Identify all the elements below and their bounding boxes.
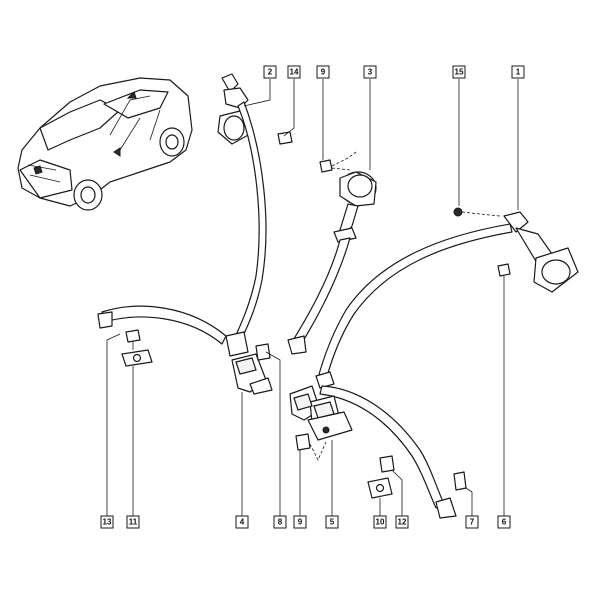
nut-15: [453, 207, 501, 217]
bolt-9-bottom: [295, 433, 327, 461]
callout-14: 14: [287, 65, 301, 79]
callout-12: 12: [395, 515, 409, 529]
svg-text:6: 6: [502, 518, 507, 527]
callout-9-bottom: 9: [293, 515, 307, 529]
bolt-12: [379, 455, 395, 473]
svg-text:2: 2: [268, 68, 273, 77]
svg-text:5: 5: [330, 518, 335, 527]
bolt-8: [255, 343, 271, 361]
washer-11: [121, 349, 153, 367]
center-belt-retractor: [287, 171, 377, 355]
callout-1: 1: [511, 65, 525, 79]
callout-3: 3: [363, 65, 377, 79]
callout-8: 8: [273, 515, 287, 529]
callout-6: 6: [497, 515, 511, 529]
svg-text:4: 4: [240, 518, 245, 527]
svg-text:9: 9: [298, 518, 303, 527]
rear-lap-belt-left: [97, 305, 227, 345]
svg-text:12: 12: [398, 518, 407, 527]
bolt-13: [125, 329, 141, 350]
svg-text:7: 7: [470, 518, 475, 527]
bolt-7: [453, 471, 467, 491]
callout-9-top: 9: [316, 65, 330, 79]
svg-text:10: 10: [376, 518, 385, 527]
bolt-9-top: [319, 151, 357, 173]
callout-4: 4: [235, 515, 249, 529]
callout-11: 11: [126, 515, 140, 529]
car-illustration: [17, 77, 193, 211]
center-buckles-5: [289, 385, 353, 441]
callout-15: 15: [452, 65, 466, 79]
rear-retractor-left: [217, 73, 267, 357]
bolt-6: [497, 263, 511, 277]
svg-text:14: 14: [290, 68, 299, 77]
svg-text:3: 3: [368, 68, 373, 77]
washer-10: [367, 477, 393, 499]
front-retractor-right: [315, 211, 579, 519]
svg-text:9: 9: [321, 68, 326, 77]
callout-2: 2: [263, 65, 277, 79]
bolt-14: [277, 131, 293, 145]
callout-5: 5: [325, 515, 339, 529]
svg-text:1: 1: [516, 68, 521, 77]
callout-7: 7: [465, 515, 479, 529]
leader-lines: [106, 79, 519, 516]
svg-text:11: 11: [129, 518, 138, 527]
buckle-4: [231, 353, 273, 395]
svg-text:8: 8: [278, 518, 283, 527]
svg-text:15: 15: [455, 68, 464, 77]
callout-10: 10: [373, 515, 387, 529]
callout-13: 13: [100, 515, 114, 529]
svg-text:13: 13: [103, 518, 112, 527]
